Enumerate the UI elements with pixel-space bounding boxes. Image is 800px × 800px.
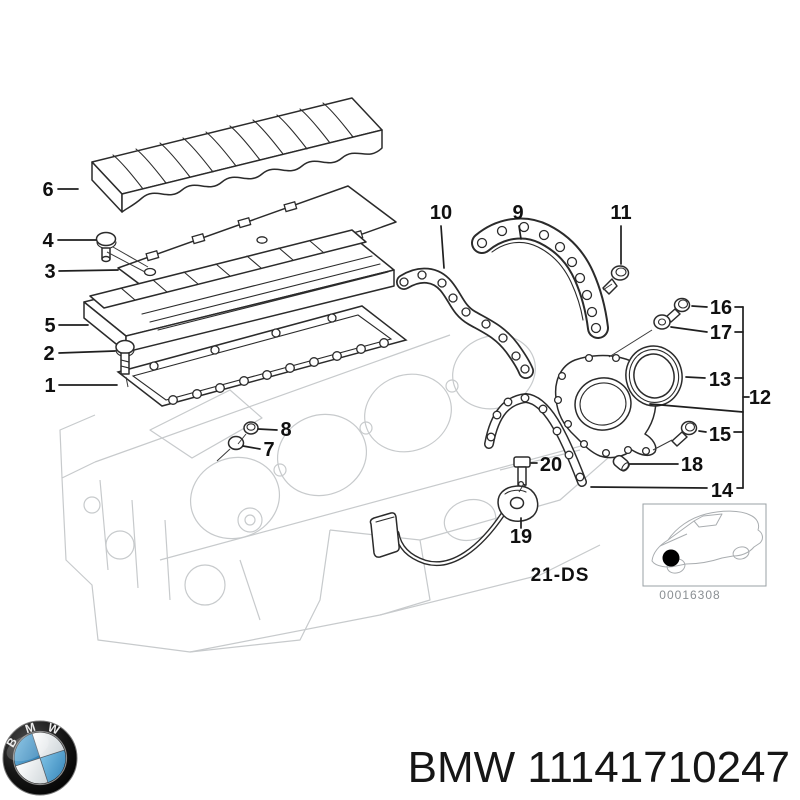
callout-19: 19 [510,526,532,548]
part-8-cap [243,421,259,435]
bmw-logo: B M W [2,720,78,796]
part-4-screw [95,231,117,263]
callout-7: 7 [263,439,274,461]
car-thumbnail: 00016308 [642,503,767,602]
part-17-washer [653,314,671,330]
part-7-plug [227,435,245,451]
callout-13: 13 [709,369,731,391]
callout-3: 3 [44,261,55,283]
part-19-knock-sensor [369,480,539,566]
callout-12: 12 [749,387,771,409]
callout-6: 6 [42,179,53,201]
part-18-dowel [612,454,630,472]
callout-16: 16 [710,297,732,319]
logo-letter-m: M [23,720,37,736]
callout-8: 8 [280,419,291,441]
part-9-timing-gasket [471,217,609,339]
engine-block-sketch [59,334,641,653]
callout-2: 2 [43,343,54,365]
callout-15: 15 [709,424,731,446]
car-thumbnail-frame [642,503,767,587]
logo-quadrant-blue-br [40,750,66,783]
callout-9: 9 [512,202,523,224]
part-2-screw [115,339,135,375]
callout-1: 1 [44,375,55,397]
part-14-arch-gasket [484,392,587,487]
thumbnail-code: 00016308 [659,588,720,602]
part-6-ribbed-cover [91,97,383,213]
callout-18: 18 [681,454,703,476]
callout-5: 5 [44,315,55,337]
part-1-valley-pan-gasket [116,305,408,407]
callout-10: 10 [430,202,452,224]
callout-11: 11 [610,202,631,224]
part-15-bolt [671,420,698,447]
logo-quadrant-blue-tl [14,733,40,766]
part-10-timing-gasket [396,267,534,379]
location-dot [662,549,680,567]
logo-quadrant-white-tr [32,732,65,758]
footer: B M W BMW 11141710247 [2,720,790,796]
callout-20: 20 [540,454,562,476]
part-13-crankshaft-seal [625,345,683,407]
part-5-valley-pan-cover [83,229,395,353]
part-number: BMW 11141710247 [408,743,790,792]
callout-17: 17 [710,322,732,344]
leader-lines [57,188,750,529]
callout-14: 14 [711,480,734,502]
callout-4: 4 [42,230,54,252]
logo-quadrant-white-bl [15,758,48,784]
part-11-bolt [602,265,630,295]
section-code-label: 21-DS [531,565,590,586]
